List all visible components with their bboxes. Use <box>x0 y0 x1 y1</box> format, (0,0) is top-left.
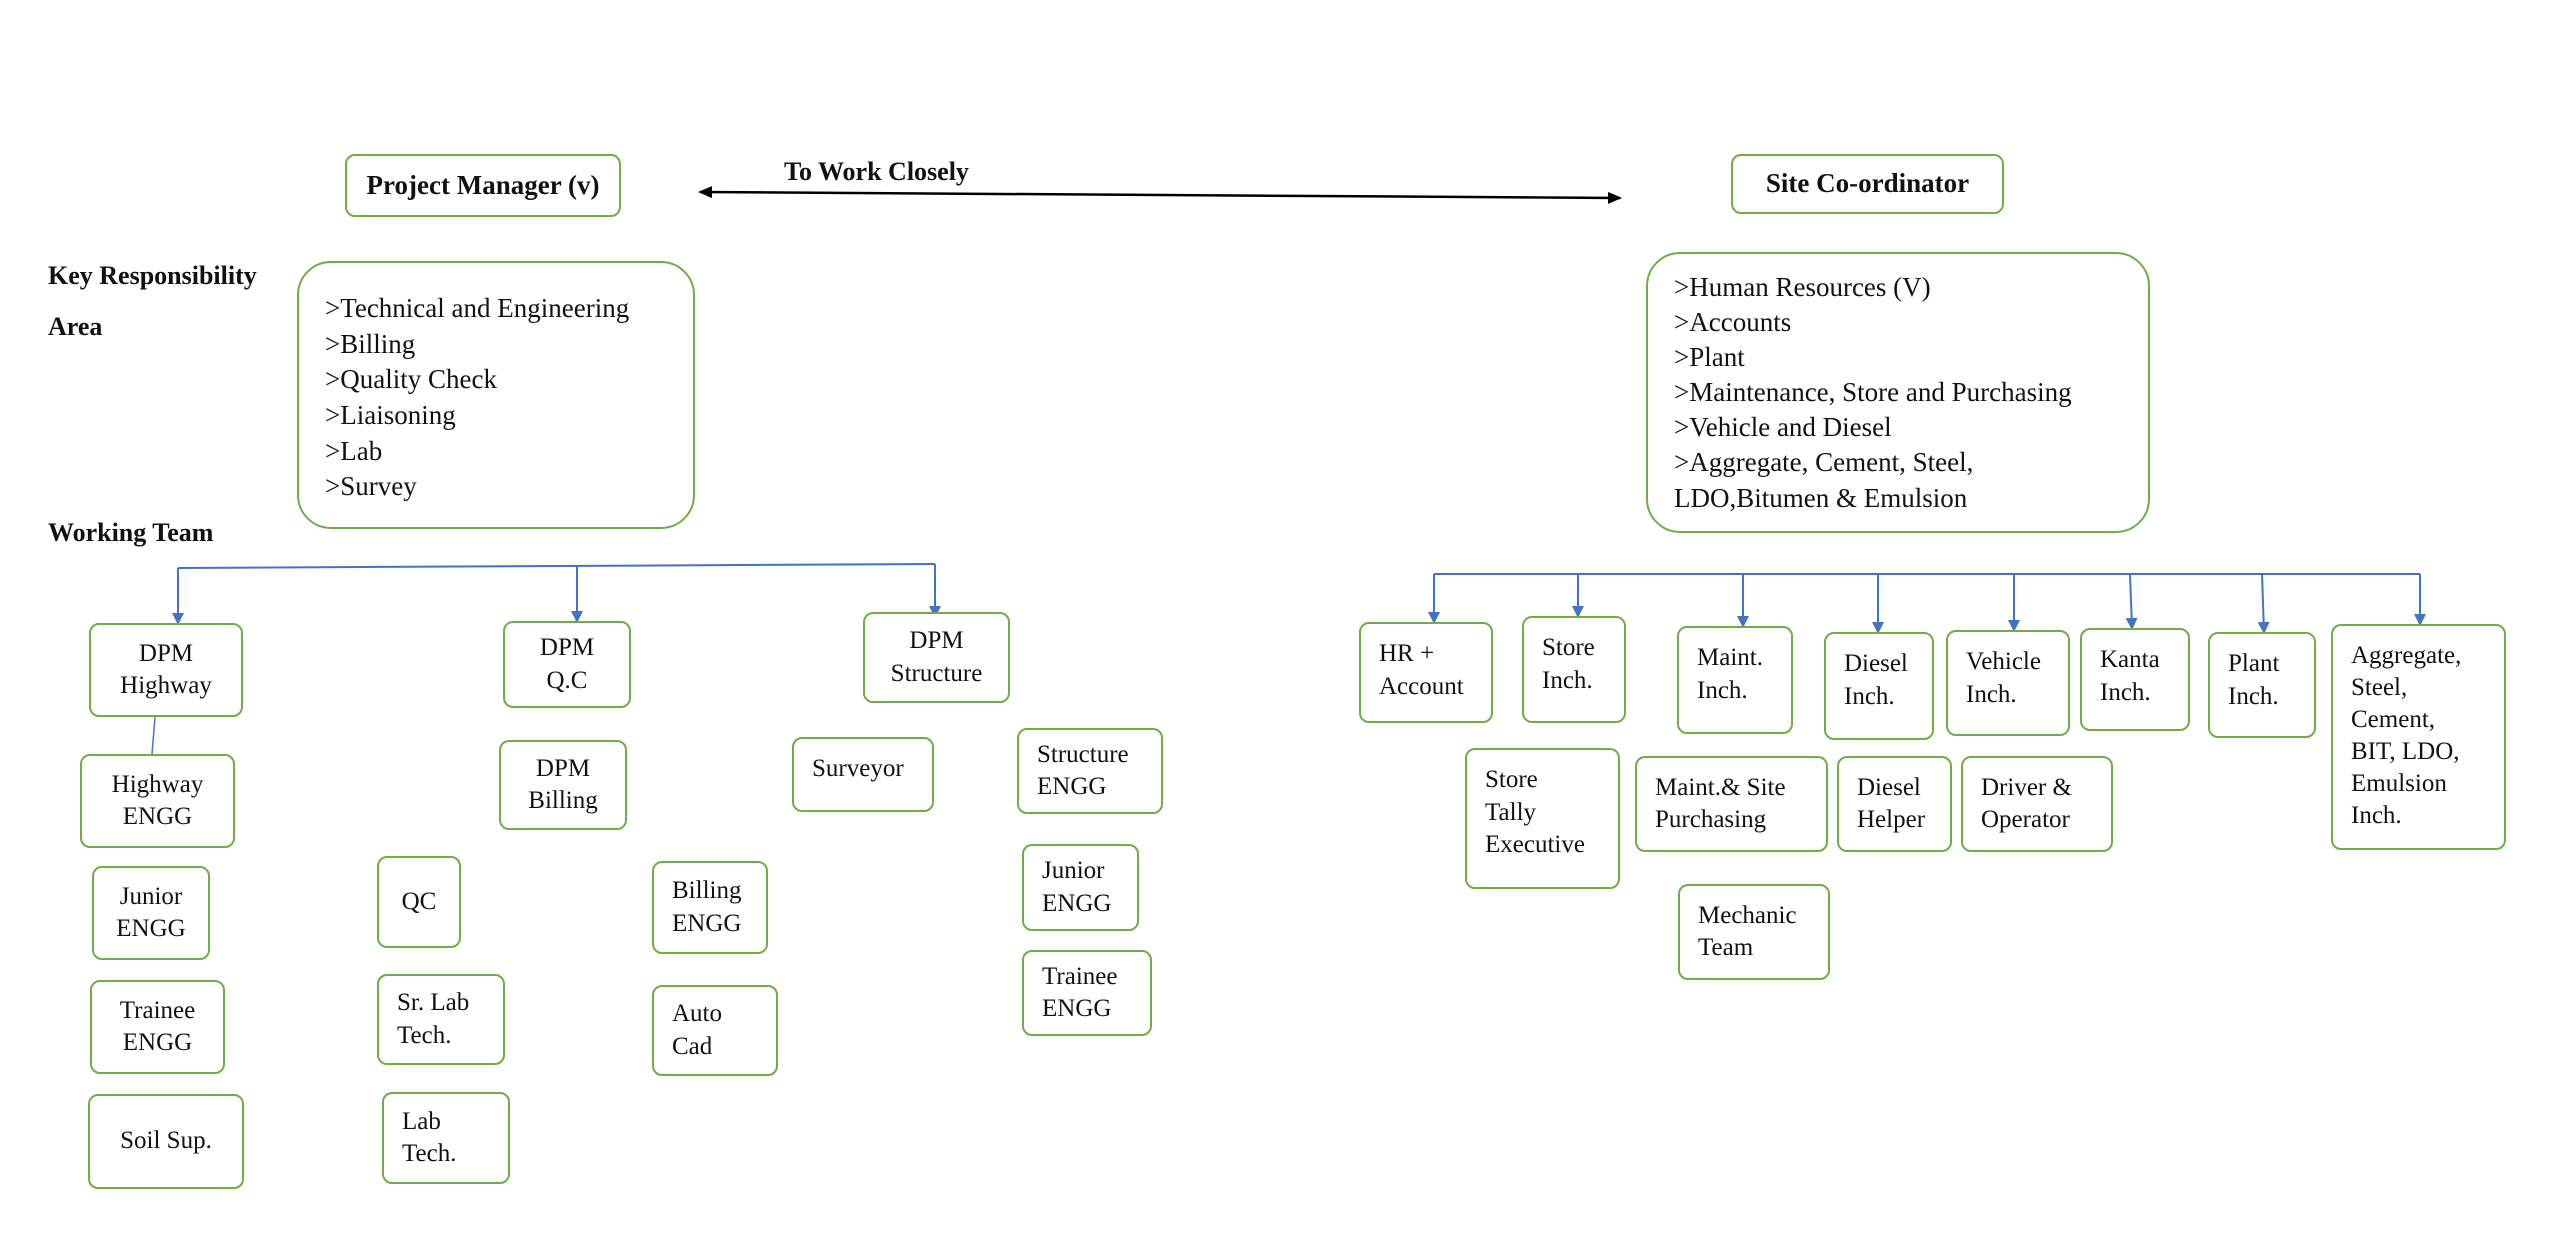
dpm-qc-box: DPM Q.C <box>503 621 631 708</box>
highway-engg-box: Highway ENGG <box>80 754 235 848</box>
left-team-bus <box>177 563 936 569</box>
sr-lab-tech-box: Sr. Lab Tech. <box>377 974 505 1065</box>
structure-trainee-engg-box: Trainee ENGG <box>1022 950 1152 1036</box>
pm-resp-5: >Lab <box>325 435 383 466</box>
dpm-highway-box: DPM Highway <box>89 623 243 717</box>
diesel-helper-box: Diesel Helper <box>1837 756 1952 852</box>
pm-resp-6: >Survey <box>325 471 417 502</box>
dpm-structure-box: DPM Structure <box>863 612 1010 703</box>
pm-responsibilities-box: >Technical and Engineering >Billing >Qua… <box>297 261 695 529</box>
link-highway <box>151 716 156 755</box>
auto-cad-box: Auto Cad <box>652 985 778 1076</box>
maint-inch-box: Maint. Inch. <box>1677 626 1793 734</box>
diesel-inch-box: Diesel Inch. <box>1824 632 1934 740</box>
soil-sup-box: Soil Sup. <box>88 1094 244 1189</box>
driver-operator-box: Driver & Operator <box>1961 756 2113 852</box>
pm-resp-1: >Technical and Engineering <box>325 293 630 323</box>
dpm-billing-box: DPM Billing <box>499 740 627 830</box>
pm-resp-2: >Billing <box>325 328 416 359</box>
surveyor-box: Surveyor <box>792 737 934 812</box>
work-closely-arrow <box>698 186 1622 204</box>
structure-junior-engg-box: Junior ENGG <box>1022 844 1139 931</box>
sc-resp-1: >Human Resources (V) <box>1674 272 1931 302</box>
site-coordinator-box: Site Co-ordinator <box>1731 154 2004 214</box>
store-inch-box: Store Inch. <box>1522 616 1626 723</box>
maint-site-purchasing-box: Maint.& Site Purchasing <box>1635 756 1828 852</box>
structure-engg-box: Structure ENGG <box>1017 728 1163 814</box>
mechanic-team-box: Mechanic Team <box>1678 884 1830 980</box>
arrow-kanta-inch <box>2125 573 2138 630</box>
pm-resp-4: >Liaisoning <box>325 399 456 430</box>
vehicle-inch-box: Vehicle Inch. <box>1946 630 2070 736</box>
sc-resp-2: >Accounts <box>1674 307 1792 338</box>
sc-responsibilities-box: >Human Resources (V) >Accounts >Plant >M… <box>1646 252 2150 533</box>
hr-account-box: HR + Account <box>1359 622 1493 723</box>
kra-label-area: Area <box>48 312 103 341</box>
lab-tech-box: Lab Tech. <box>382 1092 510 1184</box>
aggregate-inch-box: Aggregate, Steel, Cement, BIT, LDO, Emul… <box>2331 624 2506 850</box>
store-tally-exec-box: Store Tally Executive <box>1465 748 1620 889</box>
kanta-inch-box: Kanta Inch. <box>2080 628 2190 731</box>
arrow-plant-inch <box>2257 573 2270 634</box>
kra-label: Key Responsibility <box>48 261 257 290</box>
billing-engg-box: Billing ENGG <box>652 861 768 954</box>
sc-resp-3: >Plant <box>1674 342 1745 373</box>
junior-engg-box: Junior ENGG <box>92 866 210 960</box>
qc-box: QC <box>377 856 461 948</box>
work-closely-label: To Work Closely <box>784 157 969 186</box>
sc-resp-6: >Aggregate, Cement, Steel, LDO,Bitumen &… <box>1674 447 1974 513</box>
project-manager-box: Project Manager (v) <box>345 154 621 217</box>
sc-resp-4: >Maintenance, Store and Purchasing <box>1674 377 2072 408</box>
trainee-engg-box: Trainee ENGG <box>90 980 225 1074</box>
pm-resp-3: >Quality Check <box>325 364 497 395</box>
working-team-label: Working Team <box>48 518 214 547</box>
plant-inch-box: Plant Inch. <box>2208 632 2316 738</box>
sc-resp-5: >Vehicle and Diesel <box>1674 412 1892 443</box>
